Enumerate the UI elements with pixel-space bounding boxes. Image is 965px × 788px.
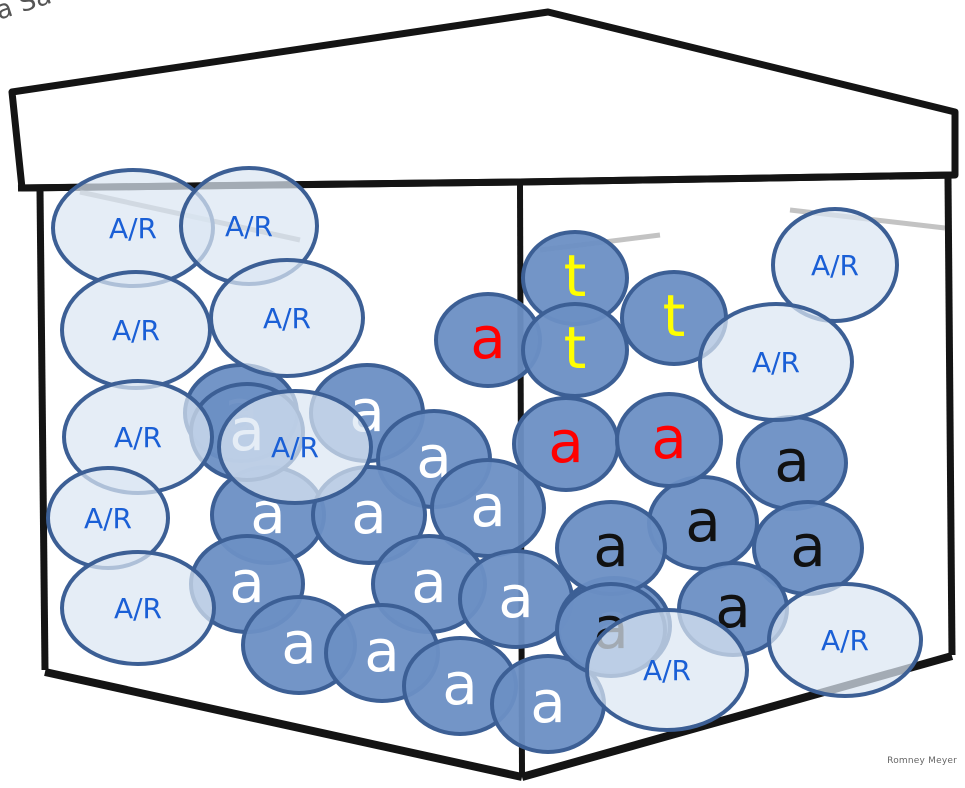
ball-shape [60,550,216,666]
ball-label: t [564,242,587,310]
ball-ar: A/R [60,270,212,390]
ball-label: t [564,314,587,382]
ball-label: a [548,408,584,476]
ball-label: a [685,487,721,555]
ball-ar: A/R [51,168,215,288]
ball-label: a [364,617,400,685]
ball-ar: A/R [767,582,923,698]
image-credit: Romney Meyer [887,756,957,766]
ball-label: a [229,548,265,616]
ball-ar: A/R [217,389,373,505]
ball-ar: A/R [698,302,854,422]
ball-label: a [442,650,478,718]
box-right-edge [944,177,956,656]
ball-shape [615,392,723,488]
ball-label: a [411,548,447,616]
ball-label: a [498,563,534,631]
ball-label: A/R [811,249,859,282]
ball-ar: A/R [46,466,170,570]
ball-ar: A/R [771,207,899,323]
box-lid [8,8,959,192]
ball-label: t [663,282,686,350]
lid-right-edge [519,171,956,186]
ball-shape [209,258,365,378]
ball-label: A/R [752,346,800,379]
ball-shape [521,302,629,398]
ball-label: A/R [643,654,691,687]
ball-label: A/R [114,592,162,625]
ball-a-black: a [752,500,864,596]
ball-label: a [470,304,506,372]
ball-shape [767,582,923,698]
ball-label: A/R [109,212,157,245]
ball-a-white: a [490,654,606,754]
ball-label: A/R [112,314,160,347]
ball-t-yellow: t [620,270,728,366]
ball-ar: A/R [585,608,749,732]
ball-shape [217,389,373,505]
ball-label: a [774,427,810,495]
ball-a-red: a [615,392,723,488]
ball-label: A/R [271,431,319,464]
ball-label: a [351,479,387,547]
ball-a-red: a [512,396,620,492]
ball-label: A/R [114,421,162,454]
ball-shape [585,608,749,732]
ball-label: a [470,472,506,540]
ball-label: a [281,609,317,677]
ball-shape [698,302,854,422]
ball-label: A/R [84,502,132,535]
ball-label: A/R [225,210,273,243]
ball-a-black: a [736,415,848,511]
ball-shape [771,207,899,323]
ball-ar: A/R [60,550,216,666]
ball-a-white: a [402,636,518,736]
ball-label: A/R [821,624,869,657]
ball-label: a [530,668,566,736]
ball-label: a [651,404,687,472]
balls-layer: aaaaaaaaaaaaaaaaaaaaaaaatttA/RA/RA/RA/RA… [46,166,923,754]
ball-ar: A/R [209,258,365,378]
ball-label: a [593,512,629,580]
ball-a-black: a [555,500,667,596]
ball-t-yellow: t [521,302,629,398]
box-left-edge [36,189,49,671]
ball-ar: A/R [179,166,319,286]
ball-label: A/R [263,302,311,335]
box-bottom-left [44,668,523,781]
ball-a-white: a [458,549,574,649]
ball-label: a [790,512,826,580]
